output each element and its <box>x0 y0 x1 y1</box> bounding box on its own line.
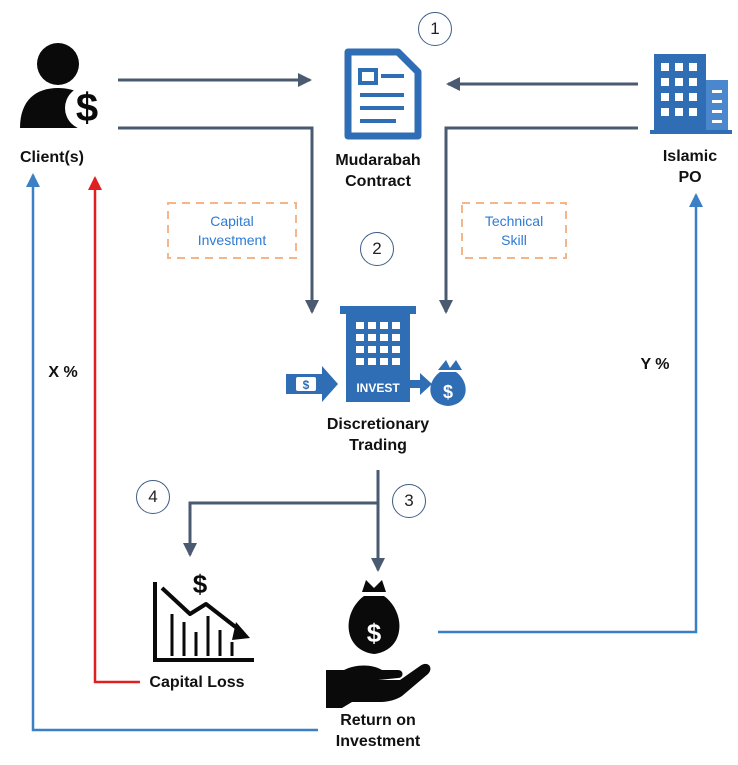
trading-invest-icon: $ INVEST $ <box>286 306 466 406</box>
contract-label-line2: Contract <box>345 173 411 190</box>
svg-text:$: $ <box>367 618 382 648</box>
trading-label: Discretionary Trading <box>308 414 448 456</box>
roi-label: Return on Investment <box>318 710 438 752</box>
roi-label-line2: Investment <box>335 733 421 750</box>
invest-icon-text: INVEST <box>356 381 400 395</box>
po-share-label: Y % <box>640 356 670 373</box>
arrow-roi-to-po <box>438 193 703 634</box>
client-icon: $ <box>20 43 109 130</box>
capital-investment-line1: Capital <box>210 213 254 229</box>
technical-skill-tag: Technical Skill <box>462 212 566 250</box>
contract-document-icon <box>344 48 422 140</box>
arrow-capital-investment <box>118 126 319 314</box>
svg-text:$: $ <box>76 86 98 130</box>
trading-label-line1: Discretionary <box>326 416 430 433</box>
technical-skill-box <box>461 202 567 259</box>
arrow-loss-to-client <box>88 176 140 684</box>
capital-loss-chart-icon: $ <box>153 569 254 662</box>
capital-loss-label: Capital Loss <box>142 672 252 693</box>
contract-label: Mudarabah Contract <box>318 150 438 192</box>
arrow-technical-skill <box>439 126 638 314</box>
client-share-label: X % <box>48 364 78 381</box>
client-label: Client(s) <box>12 147 92 168</box>
po-building-icon <box>650 54 732 134</box>
po-label-line1: Islamic <box>662 148 718 165</box>
trading-label-line2: Trading <box>349 437 407 454</box>
capital-investment-box <box>167 202 297 259</box>
contract-label-line1: Mudarabah <box>335 152 421 169</box>
capital-investment-line2: Investment <box>197 232 267 248</box>
technical-skill-line2: Skill <box>501 232 527 248</box>
technical-skill-line1: Technical <box>484 213 544 229</box>
step-2-badge: 2 <box>360 232 394 266</box>
step-3-badge: 3 <box>392 484 426 518</box>
po-label-line2: PO <box>678 169 702 186</box>
svg-text:$: $ <box>193 569 208 599</box>
step-1-badge: 1 <box>418 12 452 46</box>
capital-investment-tag: Capital Investment <box>168 212 296 250</box>
arrow-roi-to-client <box>26 173 318 732</box>
arrow-trading-to-loss <box>183 501 378 557</box>
po-label: Islamic PO <box>650 146 730 188</box>
svg-text:$: $ <box>443 382 453 402</box>
capital-loss-label-text: Capital Loss <box>149 674 245 691</box>
client-label-text: Client(s) <box>20 149 84 166</box>
roi-hand-moneybag-icon: $ <box>326 580 431 708</box>
step-4-badge: 4 <box>136 480 170 514</box>
roi-label-line1: Return on <box>340 712 416 729</box>
svg-text:$: $ <box>303 378 310 392</box>
